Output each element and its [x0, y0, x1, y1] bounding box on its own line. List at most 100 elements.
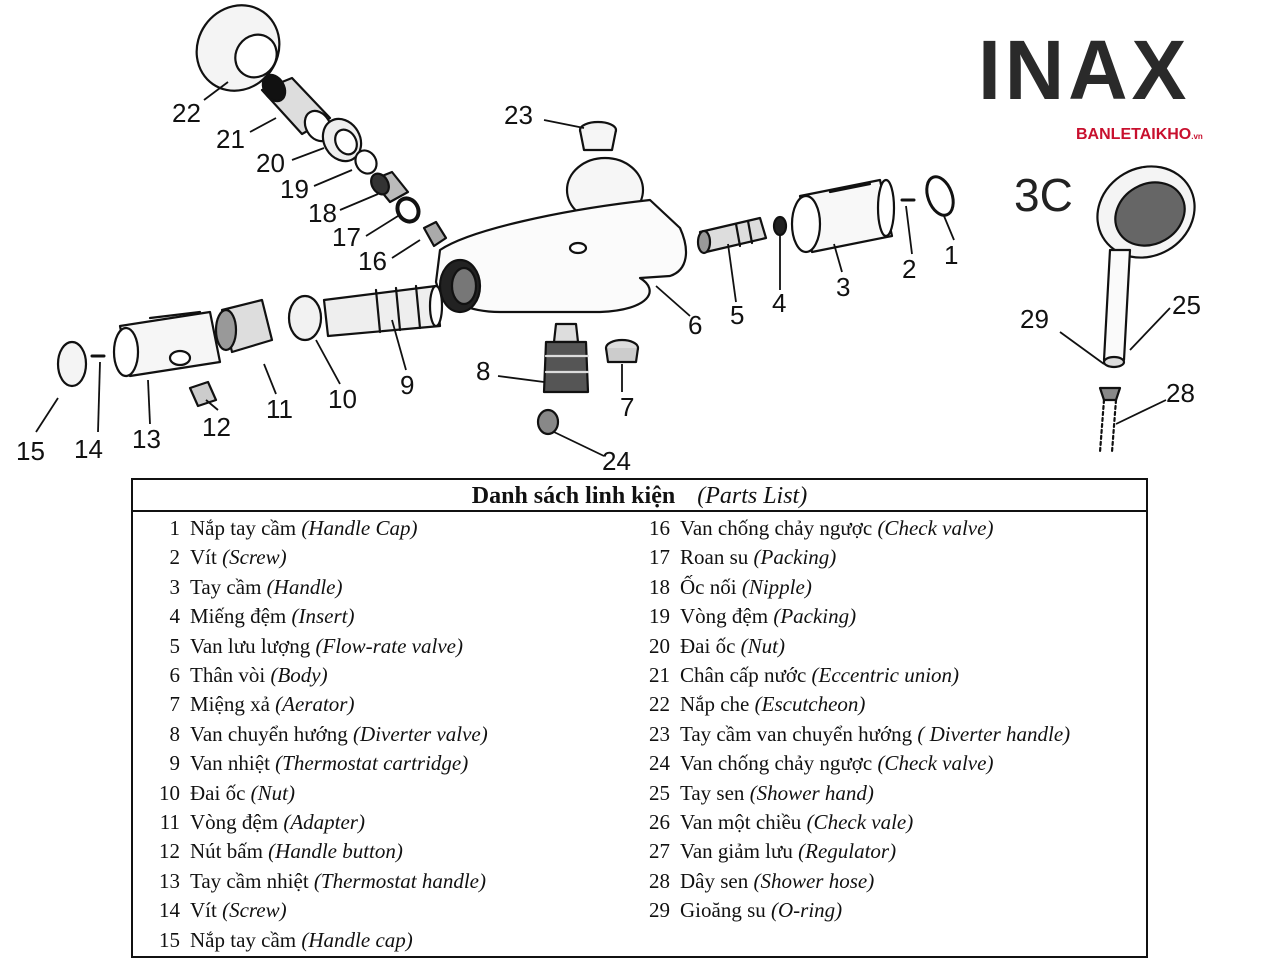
nut-part-10	[287, 294, 323, 342]
part-number: 19	[649, 604, 670, 629]
callout-18: 18	[308, 198, 337, 228]
thermostat-handle-part	[112, 310, 222, 378]
part-name-vi: Roan su	[680, 545, 749, 570]
part-name-en: ( Diverter handle)	[917, 721, 1071, 746]
part-name-en: (Nut)	[740, 633, 785, 658]
part-number: 10	[159, 780, 180, 805]
parts-list-title: Danh sách linh kiện(Parts List)	[131, 480, 1148, 512]
parts-list-title-en: (Parts List)	[697, 483, 808, 509]
parts-list-row: 12 Nút bấm (Handle button)	[150, 837, 403, 865]
part-number: 25	[649, 780, 670, 805]
part-name-vi: Van nhiệt	[190, 751, 270, 776]
part-name-en: (O-ring)	[771, 898, 843, 923]
part-number: 5	[169, 633, 181, 658]
part-name-vi: Dây sen	[680, 868, 749, 893]
part-name-vi: Gioăng su	[680, 898, 766, 923]
part-name-vi: Ốc nối	[680, 574, 737, 599]
callout-28: 28	[1166, 378, 1195, 408]
part-name-en: (Nut)	[250, 780, 295, 805]
callout-3: 3	[836, 272, 850, 302]
callout-10: 10	[328, 384, 357, 414]
callout-20: 20	[256, 148, 285, 178]
handle-part	[790, 178, 896, 254]
part-name-en: (Thermostat handle)	[313, 868, 486, 893]
part-name-vi: Nắp che	[680, 692, 750, 717]
part-name-en: (Shower hand)	[749, 780, 874, 805]
part-name-vi: Vòng đệm	[680, 604, 769, 629]
part-name-vi: Van giảm lưu	[680, 839, 793, 864]
part-name-en: (Handle Cap)	[301, 516, 418, 540]
callout-16: 16	[358, 246, 387, 276]
part-name-en: (Handle button)	[268, 839, 403, 864]
part-number: 20	[649, 633, 670, 658]
callout-5: 5	[730, 300, 744, 330]
part-name-en: (Thermostat cartridge)	[275, 751, 469, 776]
callout-25: 25	[1172, 290, 1201, 320]
check-valve-24	[536, 408, 560, 436]
part-name-vi: Miệng xả	[190, 692, 270, 717]
part-name-en: (Escutcheon)	[754, 692, 866, 717]
part-name-vi: Van chống chảy ngược	[680, 516, 873, 540]
callout-14: 14	[74, 434, 103, 464]
part-name-vi: Van lưu lượng	[190, 633, 311, 658]
part-name-en: (Check vale)	[806, 810, 914, 834]
part-number: 1	[169, 516, 181, 540]
part-number: 4	[169, 604, 181, 629]
part-name-en: (Regulator)	[798, 839, 897, 864]
part-name-vi: Đai ốc	[680, 633, 736, 658]
part-name-en: (Screw)	[222, 898, 287, 923]
part-name-vi: Nắp tay cầm	[190, 516, 297, 540]
part-number: 9	[169, 751, 181, 776]
part-name-vi: Tay cầm nhiệt	[190, 868, 309, 893]
callout-15: 15	[16, 436, 45, 466]
part-name-en: (Eccentric union)	[811, 663, 960, 687]
adapter-part	[214, 298, 274, 354]
callout-17: 17	[332, 222, 361, 252]
part-number: 7	[169, 692, 181, 717]
callout-29: 29	[1020, 304, 1049, 334]
part-name-vi: Van chống chảy ngược	[680, 751, 873, 776]
part-number: 28	[649, 868, 670, 893]
diverter-valve-part	[542, 322, 590, 394]
part-number: 8	[169, 721, 181, 746]
callout-22: 22	[172, 98, 201, 128]
part-name-vi: Thân vòi	[190, 663, 266, 687]
part-number: 2	[169, 545, 181, 570]
part-name-en: (Aerator)	[275, 692, 355, 717]
callout-19: 19	[280, 174, 309, 204]
handle-button-part	[188, 380, 218, 408]
callout-4: 4	[772, 288, 786, 318]
part-name-en: (Flow-rate valve)	[315, 633, 463, 658]
parts-list-row: 5 Van lưu lượng (Flow-rate valve)	[150, 632, 463, 660]
callout-9: 9	[400, 370, 414, 400]
part-number: 11	[159, 810, 180, 834]
part-number: 13	[159, 868, 180, 893]
part-number: 15	[159, 927, 180, 952]
part-name-en: (Check valve)	[877, 516, 994, 540]
callout-7: 7	[620, 392, 634, 422]
callout-2: 2	[902, 254, 916, 284]
part-number: 12	[159, 839, 180, 864]
part-name-vi: Nắp tay cầm	[190, 927, 297, 952]
callout-8: 8	[476, 356, 490, 386]
packing-ring-19	[354, 149, 378, 175]
part-number: 6	[169, 663, 181, 687]
brand-site: BANLETAIKHO.vn	[1076, 126, 1203, 143]
part-name-vi: Nút bấm	[190, 839, 263, 864]
part-number: 26	[649, 810, 670, 834]
